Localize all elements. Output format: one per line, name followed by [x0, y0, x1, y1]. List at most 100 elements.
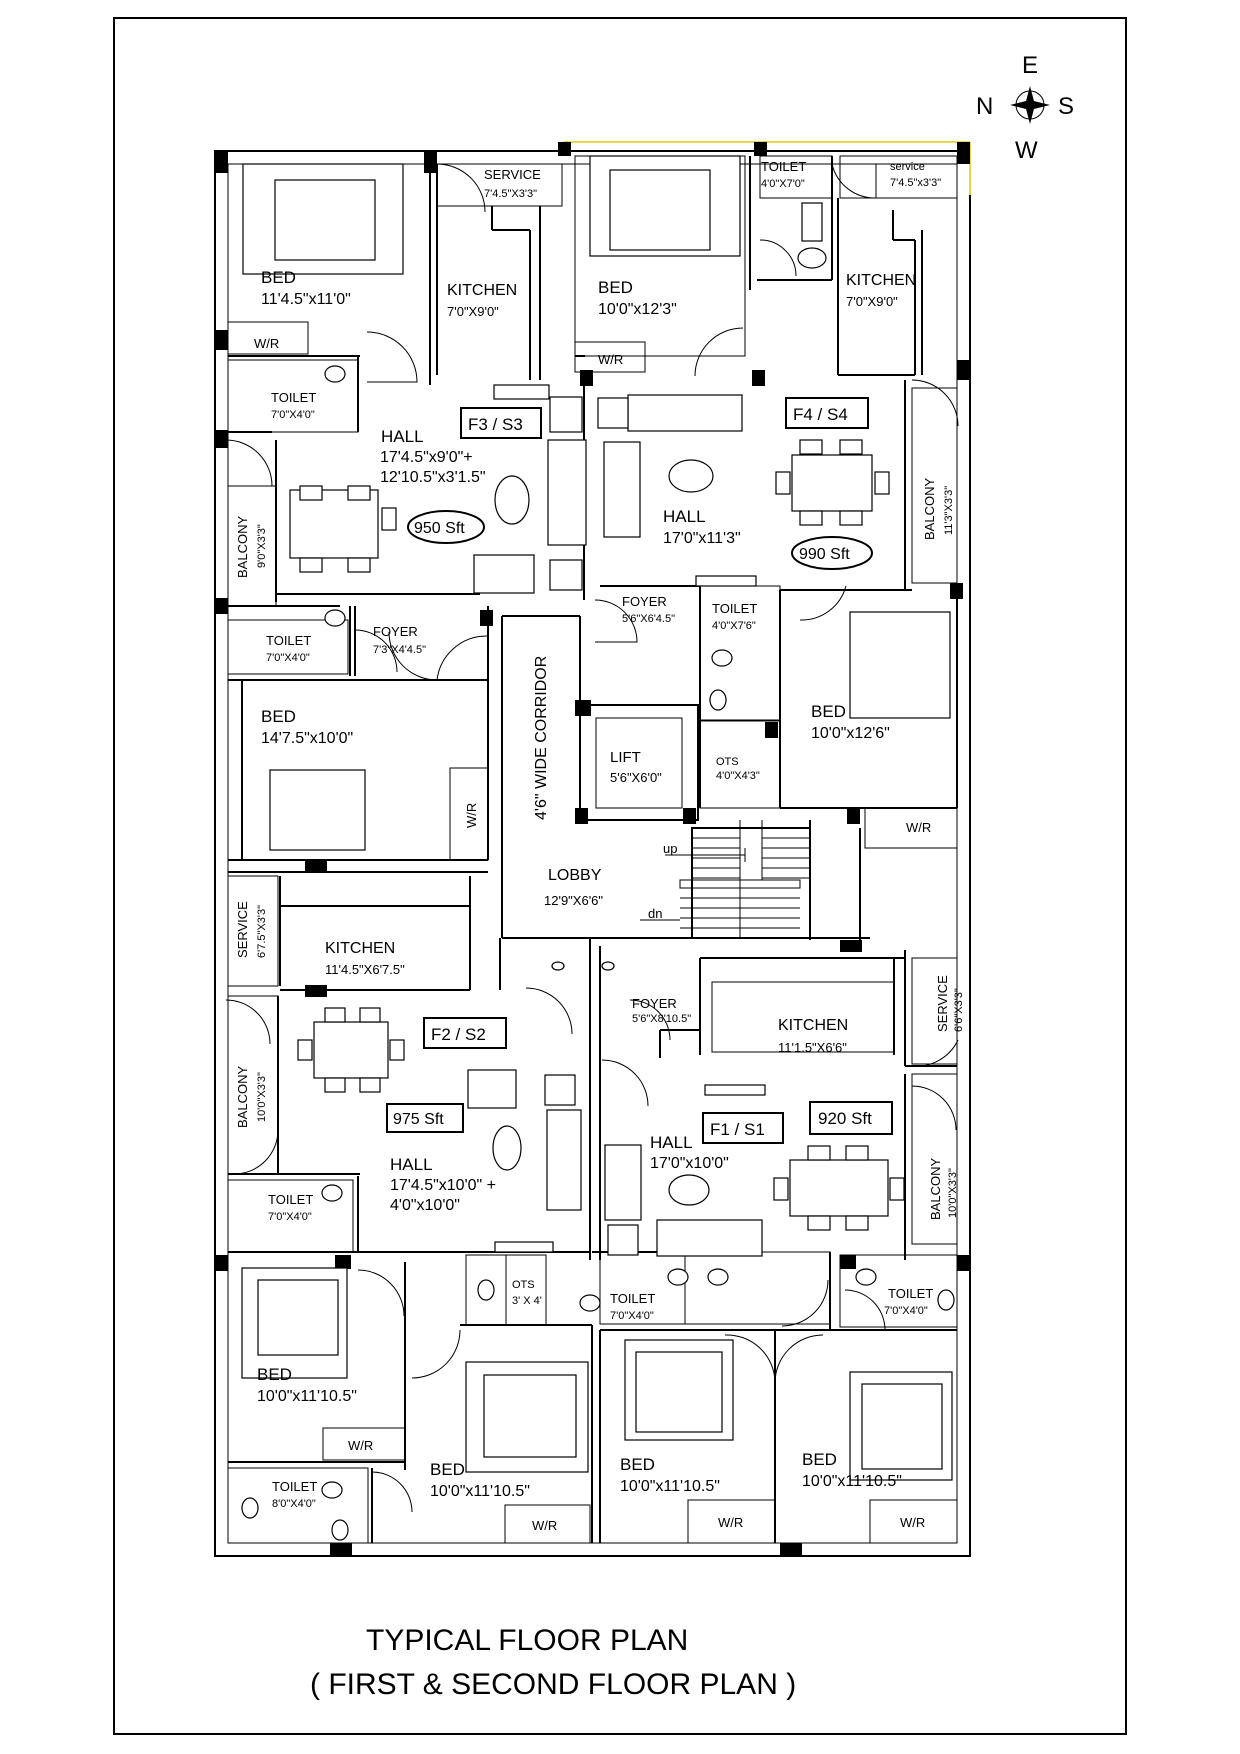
f3-wr-label: W/R	[254, 336, 279, 351]
f2-hall-name: HALL	[390, 1155, 433, 1174]
f2-ots-name: OTS	[512, 1279, 535, 1291]
f1-hall-name: HALL	[650, 1133, 693, 1152]
compass-n: N	[976, 93, 993, 120]
f3-area-box	[407, 510, 485, 544]
f3-toilet2-size: 7'0"X4'0"	[266, 652, 310, 664]
f1-balcony-size: 10'0"X3'3"	[947, 1168, 959, 1218]
f4-kitchen-name: KITCHEN	[846, 272, 916, 289]
f2-area: 975 Sft	[393, 1111, 444, 1128]
f2-unit-label-box	[423, 1017, 507, 1049]
f2-toilet-name: TOILET	[268, 1192, 313, 1207]
sheet-border	[113, 17, 1127, 1735]
f4-bed1-name: BED	[598, 278, 633, 297]
f2-service-name: SERVICE	[235, 901, 250, 958]
f4-hall-name: HALL	[663, 507, 706, 526]
f1-bed1-name: BED	[620, 1455, 655, 1474]
f1-hall-size: 17'0"x10'0"	[650, 1155, 729, 1172]
f1-bed2-name: BED	[802, 1450, 837, 1469]
f4-area: 990 Sft	[799, 546, 850, 563]
f4-kitchen-size: 7'0"X9'0"	[846, 294, 898, 309]
f2-kitchen-name: KITCHEN	[325, 940, 395, 957]
f2-toilet2-size: 8'0"X4'0"	[272, 1498, 316, 1510]
f2-area-box	[386, 1103, 464, 1133]
f4-bed1-size: 10'0"x12'3"	[598, 301, 677, 318]
f2-bed1-size: 10'0"x11'10.5"	[257, 1388, 357, 1405]
plan-subtitle: ( FIRST & SECOND FLOOR PLAN )	[310, 1668, 796, 1701]
f1-service-size: 6'6"X3'3"	[953, 988, 965, 1032]
f1-foyer-size: 5'6"X8'10.5"	[632, 1013, 691, 1025]
f4-toilet2-size: 4'0"X7'6"	[712, 620, 756, 632]
compass-e: E	[1022, 52, 1038, 79]
f2-bed1-name: BED	[257, 1365, 292, 1384]
f1-balcony-name: BALCONY	[928, 1158, 943, 1220]
f3-hall-size2: 12'10.5"x3'1.5"	[380, 469, 486, 486]
f2-hall-size1: 17'4.5"x10'0" +	[390, 1177, 496, 1194]
f2-kitchen-size: 11'4.5"X6'7.5"	[325, 962, 405, 977]
f1-foyer-name: FOYER	[632, 996, 677, 1011]
f1-area: 920 Sft	[818, 1109, 872, 1128]
f4-service-size: 7'4.5"x3'3"	[890, 177, 941, 189]
f1-toilet2-size: 7'0"X4'0"	[884, 1305, 928, 1317]
f4-ots-name: OTS	[716, 756, 739, 768]
f3-bed2-name: BED	[261, 707, 296, 726]
f2-toilet2-name: TOILET	[272, 1479, 317, 1494]
f3-foyer-size: 7'3"X4'4.5"	[373, 644, 426, 656]
f3-service-size: 7'4.5"X3'3"	[484, 188, 537, 200]
f2-unit-label: F2 / S2	[431, 1025, 486, 1044]
f4-wr2-label: W/R	[906, 820, 931, 835]
f3-balcony-name: BALCONY	[235, 516, 250, 578]
f3-unit-label-box	[460, 407, 542, 439]
f4-ots-size: 4'0"X4'3"	[716, 770, 760, 782]
unit-f2: SERVICE 6'7.5"X3'3" KITCHEN 11'4.5"X6'7.…	[225, 871, 593, 1544]
f3-hall-name: HALL	[381, 427, 424, 446]
corridor-label: 4'6" WIDE CORRIDOR	[533, 656, 550, 820]
f4-foyer-name: FOYER	[622, 594, 667, 609]
unit-f4: BED 10'0"x12'3" W/R TOILET 4'0"X7'0" ser…	[574, 155, 959, 849]
f4-toilet2-name: TOILET	[712, 601, 757, 616]
f2-wr1-label: W/R	[348, 1438, 373, 1453]
f4-balcony-name: BALCONY	[922, 478, 937, 540]
f1-kitchen-size: 11'1.5"X6'6"	[778, 1040, 847, 1055]
compass-star-h-icon	[1010, 100, 1050, 110]
f4-wr-label: W/R	[598, 352, 623, 367]
f1-unit-label-box	[702, 1112, 784, 1144]
lobby-name: LOBBY	[548, 867, 602, 884]
f3-hall-size1: 17'4.5"x9'0"+	[380, 449, 473, 466]
stair-dn-label: dn	[648, 906, 662, 921]
f4-toilet-name: TOILET	[761, 159, 806, 174]
f1-bed2-size: 10'0"x11'10.5"	[802, 1473, 902, 1490]
f3-toilet-name: TOILET	[271, 390, 316, 405]
compass-w: W	[1015, 137, 1038, 164]
f3-toilet2-name: TOILET	[266, 633, 311, 648]
lift-size: 5'6"X6'0"	[610, 770, 662, 785]
f3-unit-label: F3 / S3	[468, 415, 523, 434]
f2-balcony-size: 10'0"X3'3"	[256, 1072, 268, 1122]
f4-area-box	[791, 536, 873, 570]
unit-f3: BED 11'4.5"x11'0" SERVICE 7'4.5"X3'3" KI…	[225, 151, 587, 861]
f1-bed1-size: 10'0"x11'10.5"	[620, 1478, 720, 1495]
f1-unit-label: F1 / S1	[710, 1120, 765, 1139]
f4-unit-label-box	[785, 397, 869, 429]
lift-name: LIFT	[610, 749, 641, 766]
f4-bed2-size: 10'0"x12'6"	[811, 725, 890, 742]
f3-foyer-name: FOYER	[373, 624, 418, 639]
f3-balcony-size: 9'0"X3'3"	[256, 524, 268, 568]
f2-toilet-size: 7'0"X4'0"	[268, 1211, 312, 1223]
f3-bed2-size: 14'7.5"x10'0"	[261, 730, 353, 747]
f2-balcony-name: BALCONY	[235, 1066, 250, 1128]
compass: E N S W	[976, 52, 1074, 164]
f3-kitchen-name: KITCHEN	[447, 282, 517, 299]
f1-kitchen-name: KITCHEN	[778, 1017, 848, 1034]
f3-kitchen-size: 7'0"X9'0"	[447, 304, 499, 319]
f3-bed1-name: BED	[261, 268, 296, 287]
f3-bed1-size: 11'4.5"x11'0"	[261, 291, 351, 308]
plan-title: TYPICAL FLOOR PLAN	[366, 1624, 688, 1657]
f4-unit-label: F4 / S4	[793, 405, 848, 424]
f1-toilet1-name: TOILET	[610, 1291, 655, 1306]
lobby-size: 12'9"X6'6"	[544, 893, 603, 908]
f4-foyer-size: 5'6"X6'4.5"	[622, 613, 675, 625]
f1-area-box	[809, 1101, 893, 1135]
core: 4'6" WIDE CORRIDOR LIFT 5'6"X6'0" LOBBY …	[501, 615, 870, 940]
compass-s: S	[1058, 93, 1074, 120]
f2-bed2-name: BED	[430, 1460, 465, 1479]
